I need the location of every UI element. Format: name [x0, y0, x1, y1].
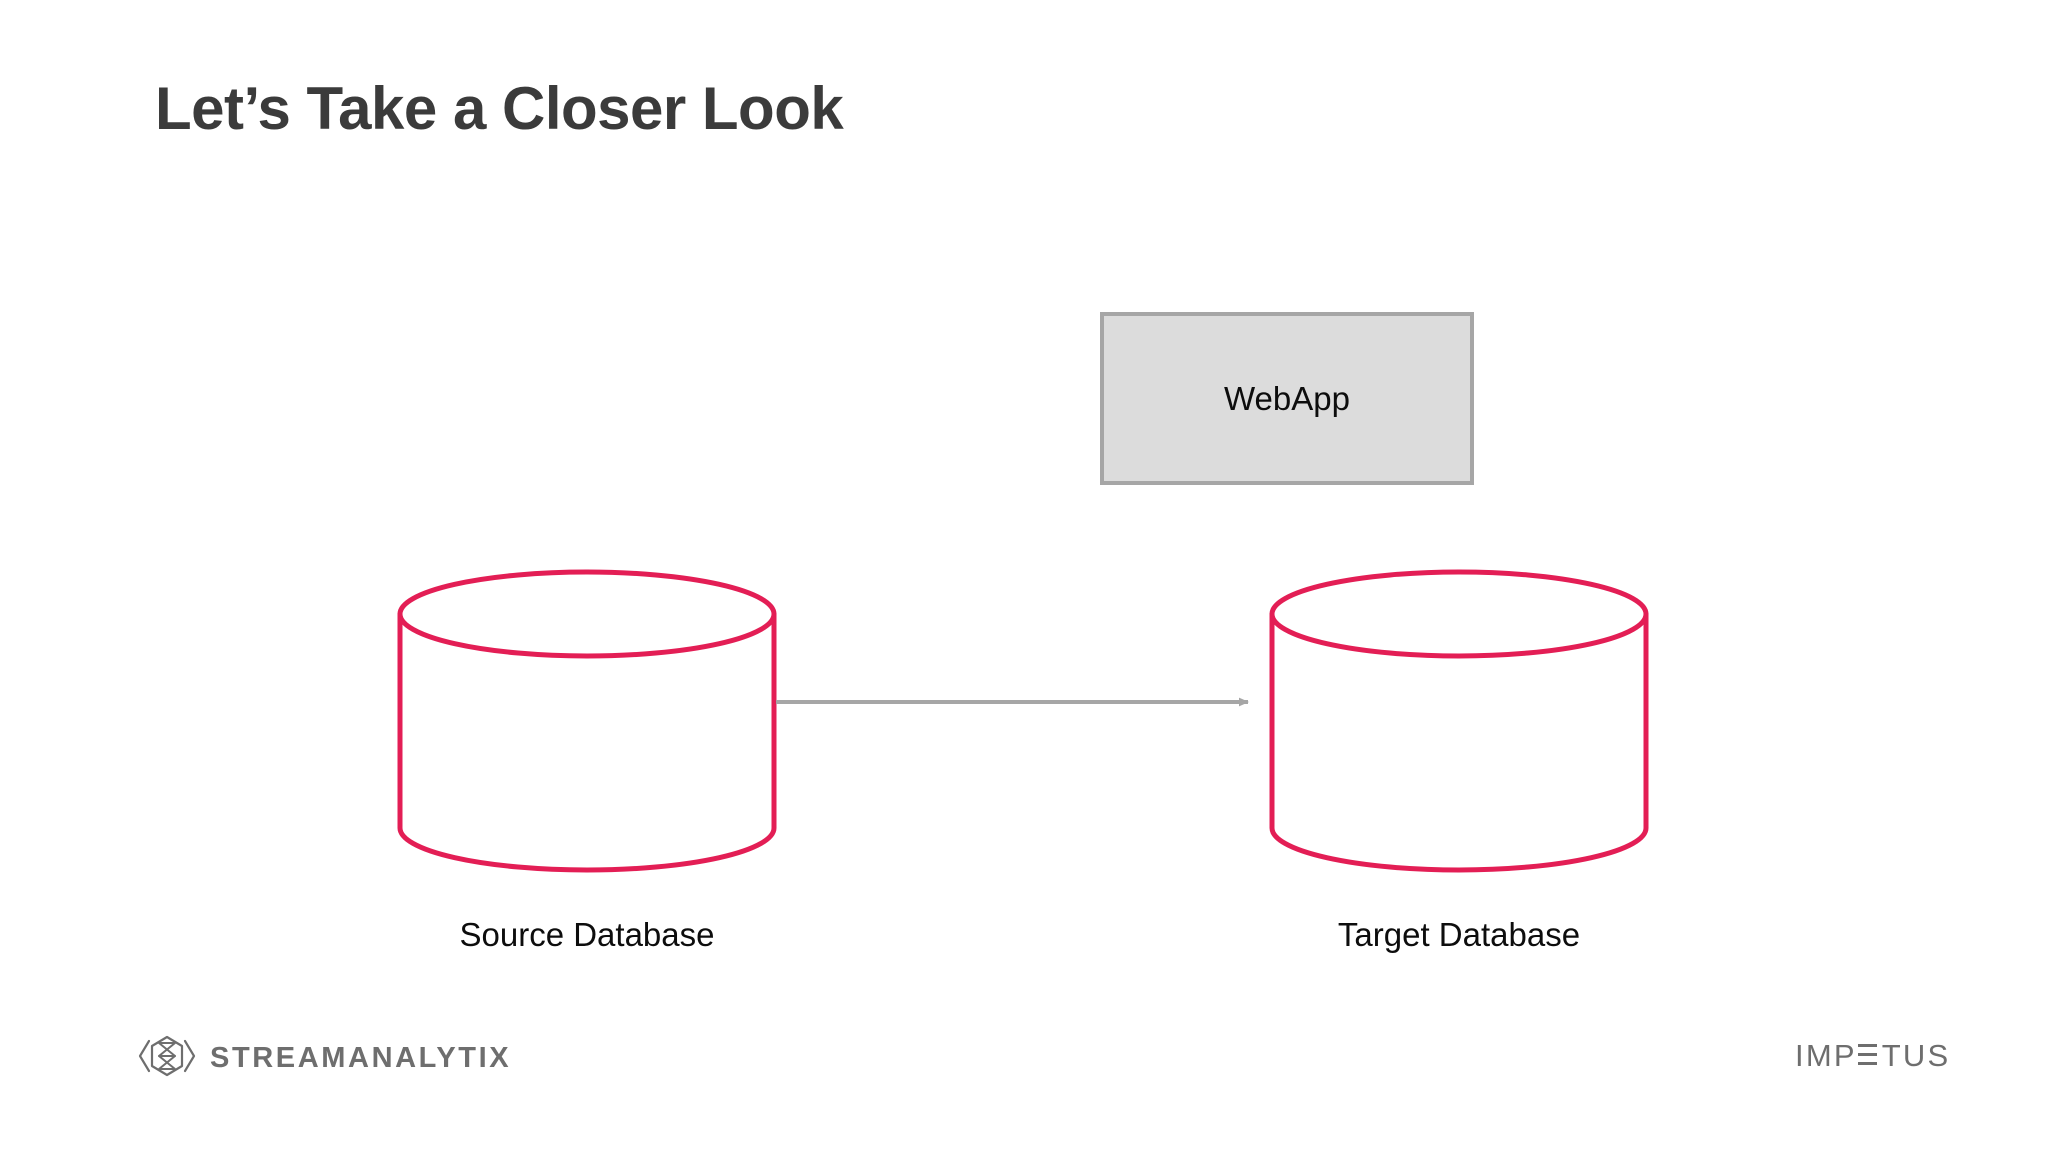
target-database-cylinder[interactable]	[1269, 569, 1649, 873]
node-webapp-label: WebApp	[1224, 380, 1350, 417]
target-cylinder-body	[1269, 611, 1649, 873]
impetus-wordmark-prefix: IMP	[1795, 1038, 1857, 1073]
impetus-wordmark-suffix: TUS	[1881, 1038, 1951, 1073]
target-cylinder-top	[1269, 569, 1649, 659]
impetus-logo: IMP TUS	[1795, 1040, 1950, 1071]
source-database-cylinder[interactable]	[397, 569, 777, 873]
impetus-e-bars-icon	[1857, 1044, 1877, 1066]
source-cylinder-top	[397, 569, 777, 659]
source-cylinder-body	[397, 611, 777, 873]
node-webapp[interactable]: WebApp	[1100, 312, 1474, 485]
streamanalytix-logo: STREAMANALYTIX	[138, 1034, 511, 1083]
source-database-label: Source Database	[459, 916, 715, 953]
target-database-label: Target Database	[1337, 916, 1581, 953]
streamanalytix-hexagon-icon	[138, 1034, 196, 1083]
page-title: Let’s Take a Closer Look	[155, 75, 844, 142]
streamanalytix-wordmark: STREAMANALYTIX	[210, 1042, 512, 1074]
